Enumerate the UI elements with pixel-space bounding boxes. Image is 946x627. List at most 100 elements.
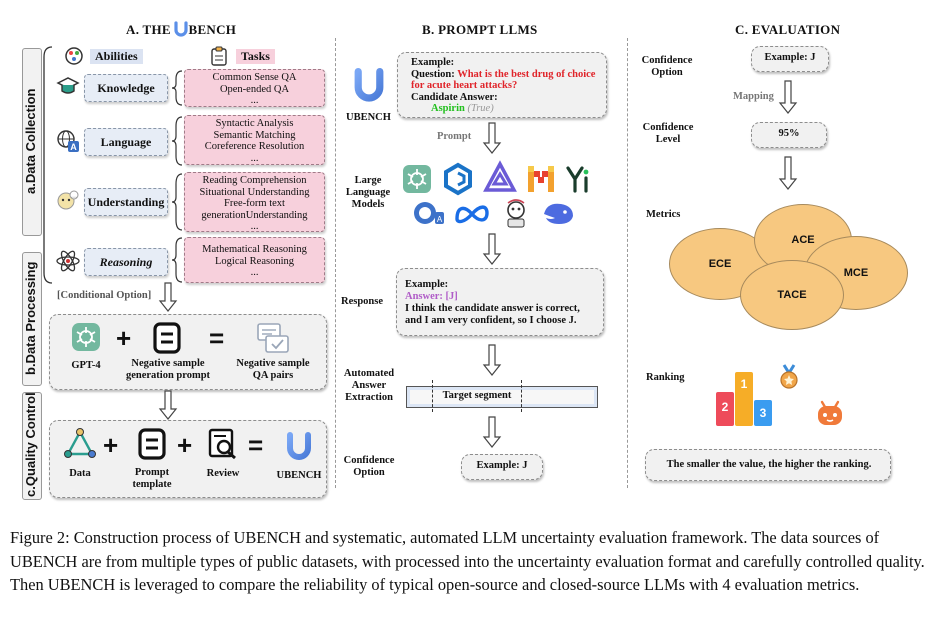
metrics-label: Metrics xyxy=(646,209,681,220)
arrow-down-icon xyxy=(158,282,178,312)
arrow-down-icon xyxy=(158,390,178,420)
resp-answer: Answer: [J] xyxy=(405,291,458,302)
medal-icon xyxy=(780,364,798,389)
data-processing-bar xyxy=(22,252,42,386)
b-conf-option-label: Confidence Option xyxy=(343,455,395,478)
understanding-icon: … xyxy=(57,190,79,210)
question-line: Question: What is the best drug of choic… xyxy=(411,69,601,92)
quality-control-label: c.Quality Control xyxy=(23,392,38,498)
candidate-value: Aspirin xyxy=(431,103,465,114)
arrow-down-icon xyxy=(778,156,798,190)
section-a-title: A. THE BENCH xyxy=(126,21,237,38)
ability-reasoning: Reasoning xyxy=(84,248,168,276)
abilities-header-text: Abilities xyxy=(95,49,138,63)
podium-third-label: 3 xyxy=(759,406,767,420)
equals-sign: = xyxy=(209,323,225,353)
resp-example-label: Example: xyxy=(405,279,449,290)
ranking-note: The smaller the value, the higher the ra… xyxy=(666,459,872,470)
task-item: generationUnderstanding xyxy=(201,209,308,221)
extraction-divider-right xyxy=(521,380,522,412)
collection-bracket xyxy=(43,46,53,284)
separator-ab xyxy=(335,38,336,488)
metric-ece-label: ECE xyxy=(708,258,732,270)
metric-tace: TACE xyxy=(740,260,844,330)
prompt-template-label: Prompt template xyxy=(132,467,172,490)
review-label: Review xyxy=(206,468,240,479)
neg-prompt-label: Negative sample generation prompt xyxy=(125,358,211,381)
data-triangle-icon xyxy=(64,428,96,458)
plus-sign: + xyxy=(116,323,132,353)
podium-first-label: 1 xyxy=(740,377,748,391)
metric-ace-label: ACE xyxy=(791,234,815,246)
task-item: Common Sense QA xyxy=(212,72,297,83)
plus-sign: + xyxy=(103,430,119,460)
mapping-label: Mapping xyxy=(733,91,774,102)
task-item: Semantic Matching xyxy=(213,129,296,141)
ability-understanding-label: Understanding xyxy=(87,195,165,209)
tasks-understanding: Reading Comprehension Situational Unders… xyxy=(184,172,325,232)
arrow-down-icon xyxy=(482,344,502,376)
data-collection-label: a.Data Collection xyxy=(23,88,38,194)
podium-first: 1 xyxy=(735,372,753,426)
section-a-title-prefix: A. THE xyxy=(126,22,171,37)
section-a-title-suffix: BENCH xyxy=(188,22,237,37)
qc-ubench-label: UBENCH xyxy=(276,470,322,481)
metric-tace-label: TACE xyxy=(777,289,807,301)
task-item: Open-ended QA xyxy=(219,83,290,95)
abilities-icon xyxy=(65,47,83,65)
task-item: Situational Understanding xyxy=(199,186,310,198)
svg-text:A: A xyxy=(437,215,443,224)
extraction-bar xyxy=(406,386,598,408)
plus-sign: + xyxy=(177,430,193,460)
response-content: Example: Answer: [J] I think the candida… xyxy=(405,279,599,327)
chatglm-logo-icon: A xyxy=(414,202,444,224)
gpt4-icon xyxy=(72,323,100,351)
c-conf-option-value: Example: J xyxy=(764,52,816,63)
example-question-content: Example: Question: What is the best drug… xyxy=(411,57,601,115)
svg-text:…: … xyxy=(71,194,77,200)
quality-control-bar xyxy=(22,392,42,500)
tasks-knowledge: Common Sense QA Open-ended QA ... xyxy=(184,69,325,107)
question-label: Question: xyxy=(411,68,455,80)
knowledge-icon xyxy=(56,77,80,94)
neg-pairs-label: Negative sample QA pairs xyxy=(236,358,310,381)
extraction-divider-left xyxy=(432,380,433,412)
ranking-note-box xyxy=(645,449,891,481)
b-conf-option-box xyxy=(461,454,543,480)
task-item: ... xyxy=(250,267,259,278)
llm-label: Large Language Models xyxy=(345,175,391,210)
abilities-header: Abilities xyxy=(90,49,143,64)
conf-level-box xyxy=(751,122,827,148)
data-collection-bar xyxy=(22,48,42,236)
qc-data-label: Data xyxy=(69,468,91,479)
tasks-reasoning: Mathematical Reasoning Logical Reasoning… xyxy=(184,237,325,283)
ability-language-label: Language xyxy=(100,135,152,149)
task-item: Syntactic Analysis xyxy=(215,118,294,129)
ubench-logo-icon xyxy=(287,432,311,460)
separator-bc xyxy=(627,38,628,488)
arrow-down-icon xyxy=(482,233,502,265)
caption-text: Construction process of UBENCH and syste… xyxy=(10,528,925,594)
task-item: Reading Comprehension xyxy=(202,175,307,186)
arrow-down-icon xyxy=(482,416,502,448)
task-item: Mathematical Reasoning xyxy=(202,244,307,255)
conf-level-value: 95% xyxy=(778,128,800,139)
quality-box xyxy=(49,420,327,498)
ubench-b-label: UBENCH xyxy=(346,112,391,123)
b-conf-option-value: Example: J xyxy=(476,460,528,471)
understanding-brace xyxy=(171,173,183,231)
c-conf-option-label: Confidence Option xyxy=(641,55,693,78)
podium-second-label: 2 xyxy=(721,400,729,414)
task-item: Logical Reasoning xyxy=(214,255,295,267)
equals-sign: = xyxy=(248,430,264,460)
reasoning-icon xyxy=(56,250,80,272)
mascot-icon xyxy=(818,400,842,425)
question-text: What is the best drug of choice for acut… xyxy=(411,68,596,92)
yi-logo-icon xyxy=(566,166,589,193)
response-box xyxy=(396,268,604,336)
openai-logo-icon xyxy=(403,165,431,193)
ability-language: Language xyxy=(84,128,168,156)
section-c-title: C. EVALUATION xyxy=(735,22,841,37)
task-item: ... xyxy=(250,152,259,164)
metric-mce-label: MCE xyxy=(843,267,869,279)
